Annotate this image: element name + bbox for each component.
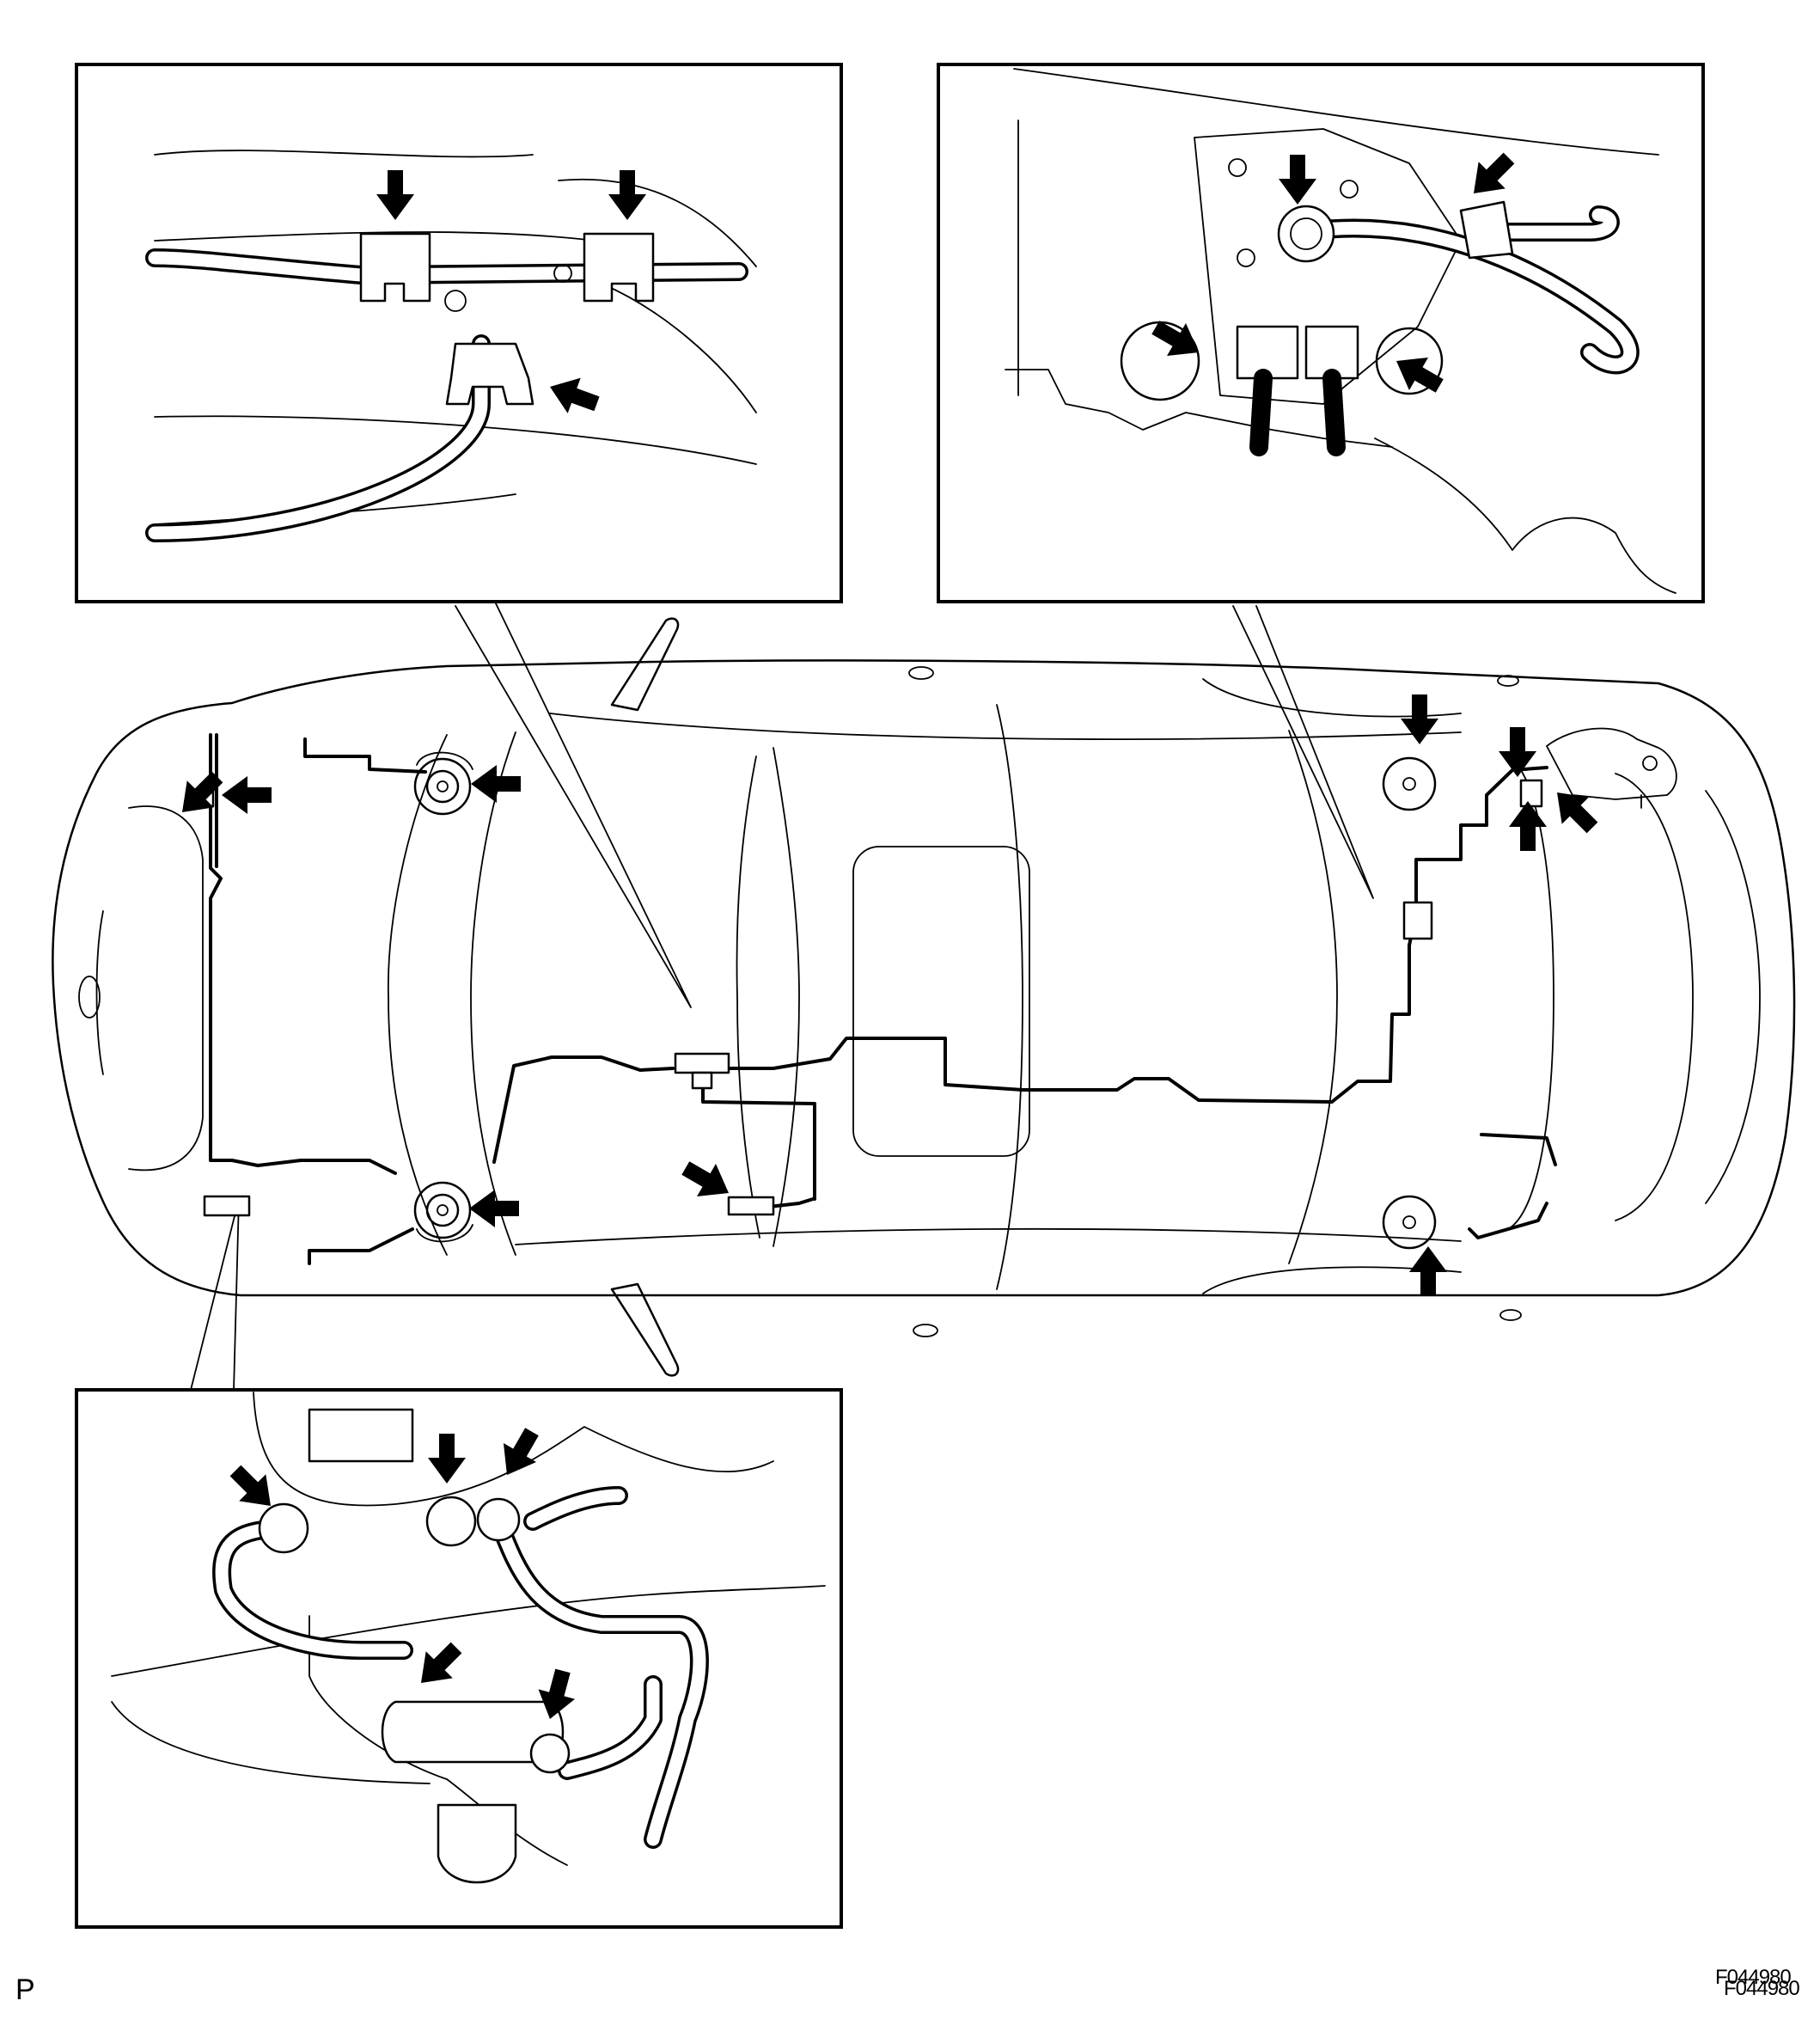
fuel-line-routing [209,733,1557,1265]
rear-strut-mounts [1382,756,1437,1250]
body-clamps [191,779,1543,1217]
detail-panel-rear-clamps [937,63,1705,603]
callout-leaders [190,601,1374,1391]
detail-panel-front-connectors [75,1388,843,1929]
vehicle-body-outline [52,617,1796,1377]
page-marker: P [15,1973,35,2006]
figure-code-overprint: F044980 [1724,1977,1800,2000]
front-strut-mounts [413,751,473,1243]
figure-code: F044980 [1715,1966,1792,1989]
detail-panel-center-clamp [75,63,843,603]
